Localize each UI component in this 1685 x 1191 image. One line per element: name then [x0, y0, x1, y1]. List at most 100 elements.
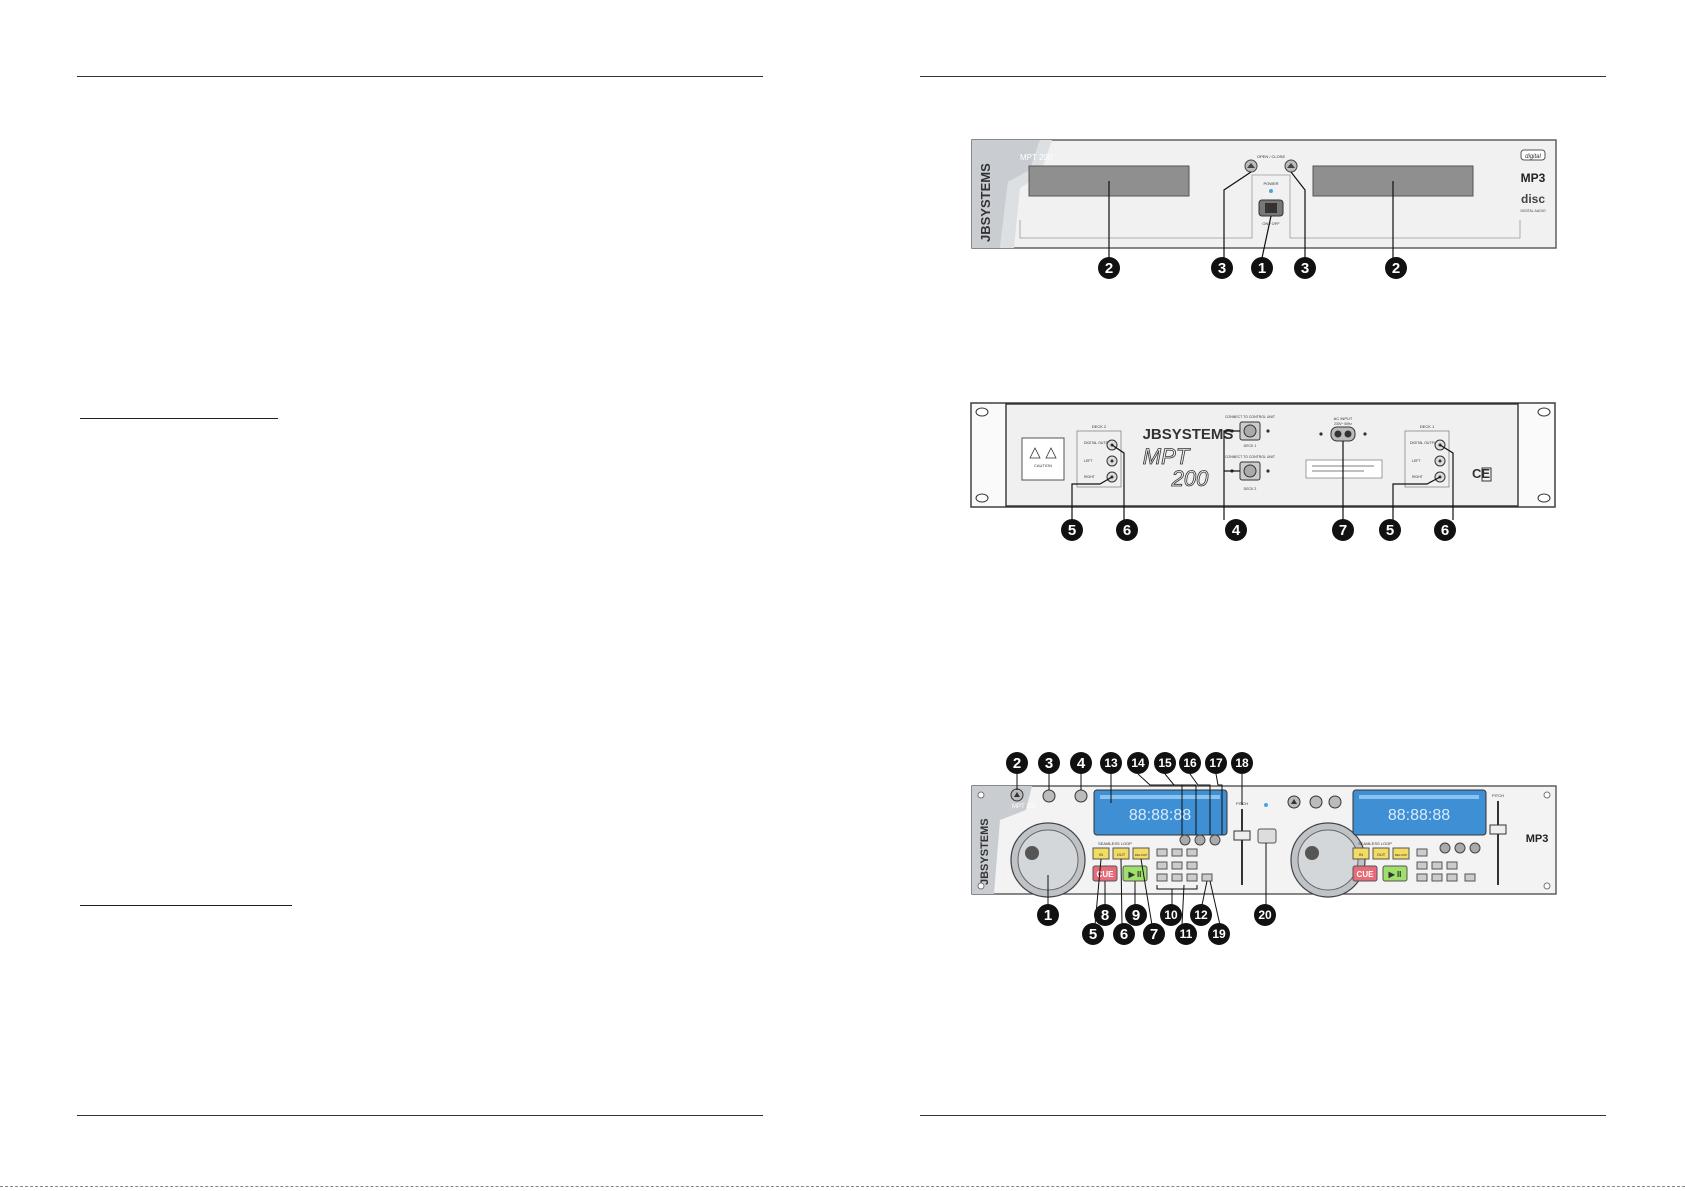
left-label: LEFT — [1412, 459, 1421, 463]
caution-label: CAUTION — [1034, 463, 1052, 468]
loop-out-button[interactable] — [1372, 847, 1390, 860]
round-button[interactable] — [1179, 834, 1191, 846]
in-label: IN — [1099, 852, 1103, 857]
single-button[interactable] — [1309, 795, 1323, 809]
small-button[interactable] — [1156, 848, 1168, 857]
single-button[interactable] — [1042, 789, 1056, 803]
digital-audio-logo: DIGITAL AUDIO — [1520, 209, 1545, 213]
mp3-logo: MP3 — [1521, 171, 1546, 185]
front-brand-text: JBSYSTEMS — [978, 163, 993, 242]
skip-forward-button[interactable] — [1186, 861, 1198, 870]
callout-number: 18 — [1235, 756, 1249, 770]
small-button[interactable] — [1186, 848, 1198, 857]
power-label: POWER — [1263, 181, 1278, 186]
callout-number: 12 — [1194, 908, 1208, 922]
callout-number: 14 — [1131, 756, 1145, 770]
callout-number: 10 — [1164, 908, 1178, 922]
callout-number: 3 — [1045, 755, 1053, 772]
seamless-loop-label: SEAMLESS LOOP — [1098, 841, 1132, 846]
right-label: RIGHT — [1084, 475, 1096, 479]
rear-model-line1: MPT — [1143, 444, 1191, 469]
small-button[interactable] — [1446, 861, 1458, 870]
round-button[interactable] — [1469, 842, 1481, 854]
weee-bin-icon — [1481, 467, 1492, 482]
pitch-label: PITCH — [1492, 793, 1504, 798]
callout-number: 7 — [1150, 926, 1158, 943]
fast-search-button[interactable] — [1074, 789, 1088, 803]
eject-icon — [1291, 799, 1297, 804]
on-off-label: ON / OFF — [1262, 221, 1280, 226]
callout-number: 9 — [1132, 907, 1140, 924]
section-underline-1 — [80, 418, 278, 419]
digital-output-label: DIGITAL OUTPUT — [1410, 441, 1439, 445]
round-button[interactable] — [1209, 834, 1221, 846]
lcd-digits: 88:88:88 — [1129, 807, 1191, 824]
callout-circle — [1251, 257, 1273, 279]
open-close-label: OPEN / CLOSE — [1257, 154, 1286, 159]
pitch-fader-right[interactable] — [1489, 824, 1507, 835]
small-button[interactable] — [1416, 848, 1428, 857]
callout-number: 1 — [1258, 260, 1266, 277]
small-button[interactable] — [1171, 848, 1183, 857]
caution-sticker — [1021, 437, 1065, 481]
out-label: OUT — [1377, 852, 1386, 857]
small-button[interactable] — [1416, 873, 1428, 882]
round-button[interactable] — [1194, 834, 1206, 846]
ac-input-value: 230V~ 50Hz — [1334, 422, 1352, 426]
callout-number: 4 — [1232, 522, 1241, 539]
small-button[interactable] — [1416, 861, 1428, 870]
relay-button[interactable] — [1257, 828, 1277, 844]
loop-in-button[interactable] — [1352, 847, 1370, 860]
callout-number: 3 — [1301, 260, 1309, 277]
rear-panel-figure: CAUTION DECK 2 DIGITAL OUTPUT LEFT RIGHT… — [970, 402, 1556, 541]
round-button[interactable] — [1439, 842, 1451, 854]
callout-number: 3 — [1218, 260, 1226, 277]
rear-model-line2: 200 — [1171, 466, 1209, 491]
compliance-label — [1305, 459, 1383, 479]
callout-number: 15 — [1158, 756, 1172, 770]
connect-label-2: CONNECT TO CONTROL UNIT — [1225, 455, 1276, 459]
footer-rule-left — [77, 1115, 763, 1116]
callout-number: 2 — [1013, 755, 1021, 772]
left-label: LEFT — [1084, 459, 1093, 463]
callout-circle — [1385, 257, 1407, 279]
control-unit-figure: 2 3 4 13 14 15 16 17 18 JBSYSTEMS MPT 20… — [971, 752, 1557, 945]
small-button[interactable] — [1431, 861, 1443, 870]
out-label: OUT — [1117, 852, 1126, 857]
play-pause-button[interactable] — [1382, 865, 1408, 882]
rear-brand-text: JBSYSTEMS — [1143, 426, 1234, 443]
deck2-connect-label: DECK 2 — [1244, 487, 1257, 491]
eject-icon — [1287, 163, 1295, 168]
reloop-button[interactable] — [1392, 847, 1410, 860]
small-button[interactable] — [1464, 873, 1476, 882]
section-underline-2 — [80, 905, 292, 906]
callout-number: 5 — [1068, 522, 1076, 539]
disc-logo: disc — [1521, 192, 1545, 206]
pitch-bend-button[interactable] — [1201, 873, 1213, 882]
fast-search-button[interactable] — [1328, 795, 1342, 809]
small-button[interactable] — [1431, 873, 1443, 882]
round-button[interactable] — [1454, 842, 1466, 854]
footer-rule-right — [920, 1115, 1606, 1116]
deck1-label: DECK 1 — [1420, 424, 1435, 429]
control-brand-text: JBSYSTEMS — [979, 818, 991, 885]
power-led — [1269, 189, 1273, 193]
in-label: IN — [1359, 852, 1363, 857]
fast-rev-button[interactable] — [1156, 873, 1168, 882]
callout-circle — [1211, 257, 1233, 279]
play-pause-label: ▶ II — [1388, 870, 1402, 879]
bpm-button[interactable] — [1171, 873, 1183, 882]
pitch-fader-left[interactable] — [1233, 830, 1251, 841]
callout-number: 13 — [1104, 756, 1118, 770]
small-button[interactable] — [1446, 873, 1458, 882]
cue-button[interactable] — [1352, 865, 1378, 882]
skip-back-button[interactable] — [1156, 861, 1168, 870]
deck2-label: DECK 2 — [1092, 424, 1107, 429]
deck1-connect-label: DECK 1 — [1244, 444, 1257, 448]
fast-fwd-button[interactable] — [1186, 873, 1198, 882]
cue-label: CUE — [1097, 870, 1115, 879]
header-rule-left — [77, 76, 763, 77]
search-button[interactable] — [1171, 861, 1183, 870]
callout-number: 5 — [1089, 926, 1097, 943]
front-model-badge: MPT 200 — [1020, 153, 1053, 162]
